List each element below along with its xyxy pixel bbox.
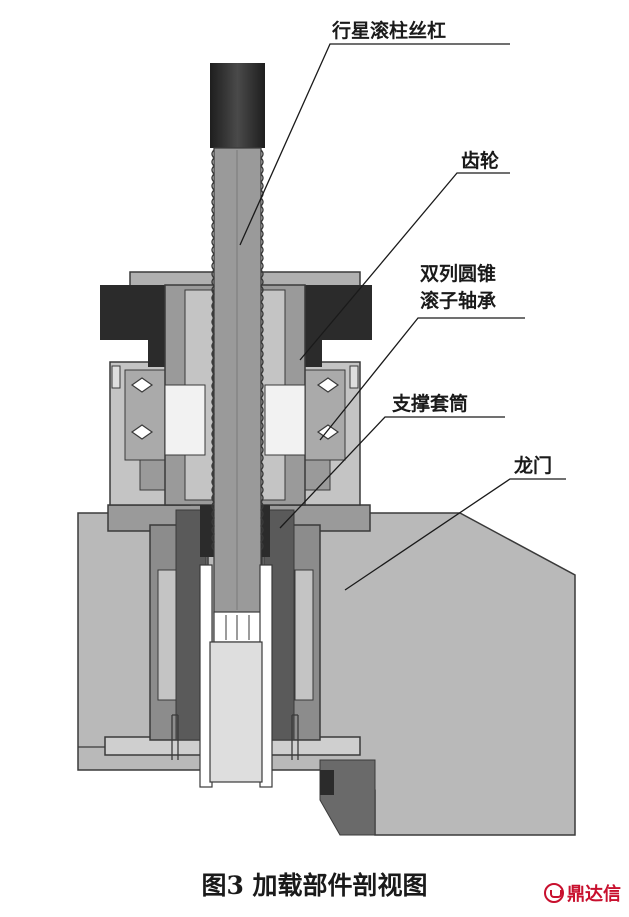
label-support-sleeve: 支撑套筒 [392, 393, 469, 415]
leader-lines [239, 43, 566, 591]
figure-caption: 图3 加载部件剖视图 [201, 871, 428, 900]
roller-screw-shaft [210, 63, 265, 643]
label-bearing-line2: 滚子轴承 [420, 290, 497, 312]
bottom-bolts [171, 714, 299, 760]
load-rod [199, 564, 273, 788]
bearing-rollers [130, 377, 340, 440]
watermark: 鼎达信 [544, 880, 621, 906]
watermark-text: 鼎达信 [567, 884, 621, 905]
watermark-logo-icon [544, 883, 564, 903]
label-gear: 齿轮 [461, 150, 500, 172]
gear-ring [100, 271, 372, 367]
label-roller-screw: 行星滚柱丝杠 [332, 20, 447, 42]
label-gantry: 龙门 [514, 455, 553, 477]
label-bearing-line1: 双列圆锥 [420, 263, 497, 285]
